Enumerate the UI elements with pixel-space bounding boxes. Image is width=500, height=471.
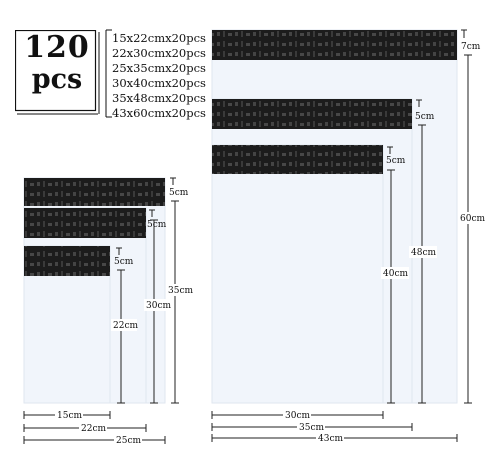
height-label-40: 40cm: [383, 269, 408, 279]
seal-strip-30: [212, 145, 383, 174]
width-label-22: 22cm: [81, 424, 106, 434]
seal-label-35: 5cm: [415, 112, 435, 122]
count-unit: pcs: [31, 64, 83, 95]
height-label-48: 48cm: [411, 248, 436, 258]
width-label-15: 15cm: [57, 411, 82, 421]
seal-strip-15: [24, 246, 110, 276]
seal-label-15: 5cm: [114, 257, 134, 267]
count-badge: 120 pcs: [18, 30, 96, 94]
count-badge-frame: [15, 30, 100, 115]
seal-label-25: 5cm: [169, 188, 189, 198]
size-list-item: 35x48cmx20pcs: [112, 91, 206, 105]
width-label-35: 35cm: [299, 423, 324, 433]
size-list-item: 25x35cmx20pcs: [112, 61, 206, 75]
width-label-43: 43cm: [318, 434, 343, 444]
bag-30x40: [211, 144, 384, 404]
seal-label-22: 5cm: [147, 220, 167, 230]
width-label-25: 25cm: [116, 436, 141, 446]
seal-label-43: 7cm: [461, 42, 481, 52]
height-label-60: 60cm: [460, 214, 485, 224]
seal-strip-22: [24, 208, 146, 238]
seal-label-30: 5cm: [386, 156, 406, 166]
height-label-22: 22cm: [113, 321, 138, 331]
size-list-bracket: [105, 29, 112, 118]
seal-strip-43: [212, 30, 457, 60]
size-list-item: 43x60cmx20pcs: [112, 106, 206, 120]
size-list-item: 30x40cmx20pcs: [112, 76, 206, 90]
size-list-item: 22x30cmx20pcs: [112, 46, 206, 60]
size-list-item: 15x22cmx20pcs: [112, 31, 206, 45]
count-number: 120: [24, 30, 90, 65]
seal-strip-25: [24, 178, 165, 206]
height-label-30: 30cm: [146, 301, 171, 311]
seal-strip-35: [212, 99, 412, 129]
height-label-35: 35cm: [168, 286, 193, 296]
size-list: 15x22cmx20pcs 22x30cmx20pcs 25x35cmx20pc…: [112, 31, 206, 121]
width-label-30: 30cm: [285, 411, 310, 421]
